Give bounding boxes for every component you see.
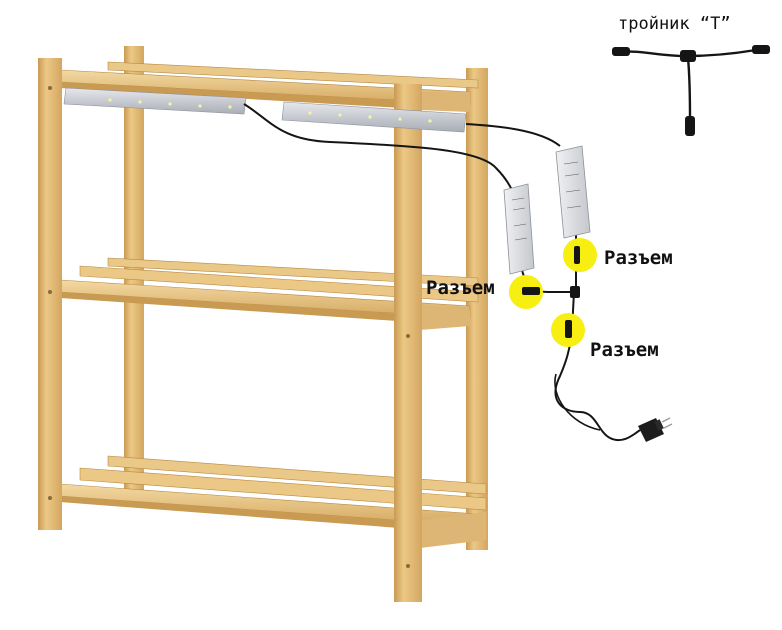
power-driver-icon bbox=[503, 145, 591, 275]
t-splitter-cable-icon bbox=[612, 45, 770, 136]
connector-label-2: Разъем bbox=[426, 277, 495, 299]
led-strip-light-icon bbox=[63, 87, 467, 133]
back-right-post bbox=[466, 68, 488, 550]
power-plug-icon bbox=[638, 417, 673, 442]
middle-shelf bbox=[59, 257, 479, 330]
top-shelf bbox=[59, 61, 479, 112]
back-left-post bbox=[124, 46, 144, 492]
connector-markers bbox=[509, 238, 597, 347]
power-cable bbox=[243, 103, 641, 442]
t-splitter-title: тройник “T” bbox=[618, 14, 731, 34]
front-right-post bbox=[394, 84, 422, 602]
connector-label-1: Разъем bbox=[604, 247, 673, 269]
wooden-shelf-rack-icon bbox=[38, 46, 488, 602]
bottom-shelf bbox=[59, 455, 487, 548]
connector-label-3: Разъем bbox=[590, 339, 659, 361]
